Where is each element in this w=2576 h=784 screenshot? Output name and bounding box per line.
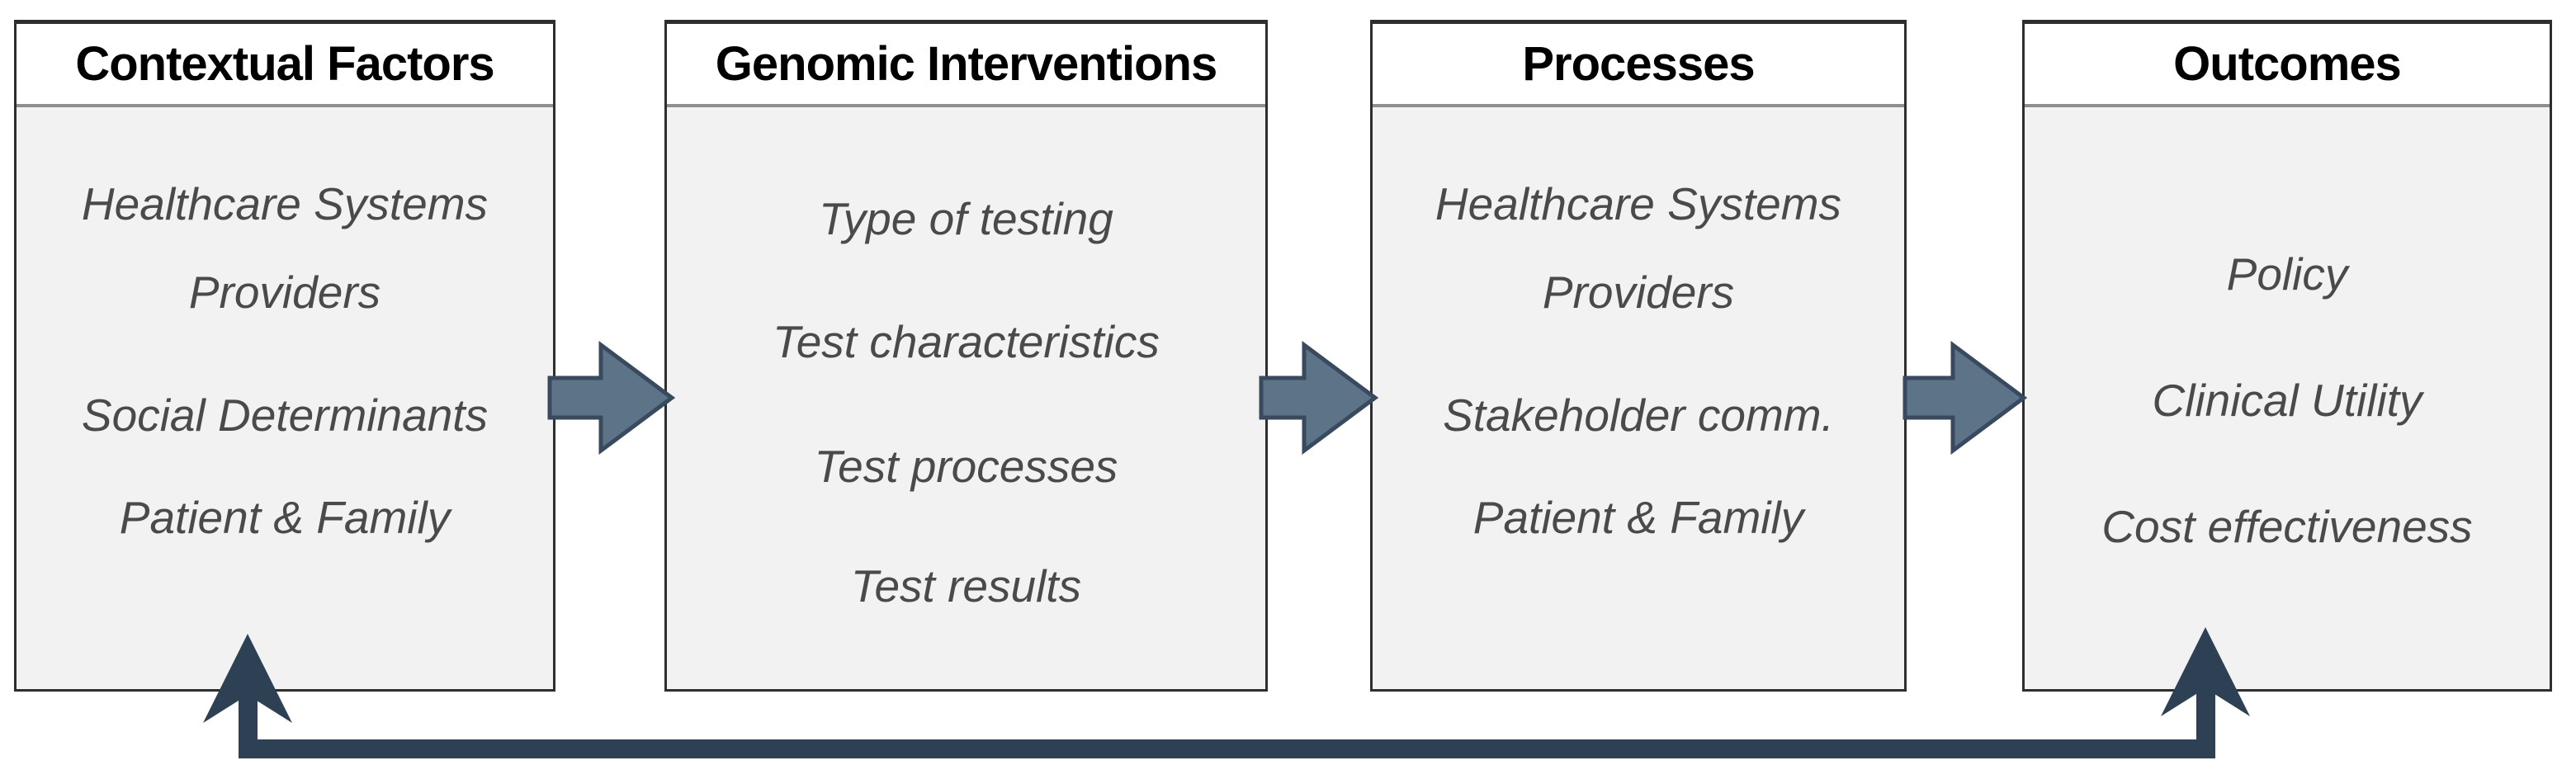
box-contextual-factors: Contextual Factors Healthcare Systems Pr…	[14, 20, 555, 692]
box-outcomes: Outcomes Policy Clinical Utility Cost ef…	[2022, 20, 2552, 692]
flow-arrow-3-right-icon	[1902, 341, 2028, 455]
box-item: Clinical Utility	[2152, 375, 2422, 426]
feedback-line	[239, 739, 2215, 758]
box-item: Providers	[188, 267, 381, 318]
box-title: Processes	[1522, 37, 1755, 91]
box-item: Test processes	[814, 441, 1118, 492]
box-item: Test results	[850, 560, 1082, 612]
box-item: Social Determinants	[81, 390, 489, 441]
box-item: Healthcare Systems	[1435, 178, 1842, 229]
box-title: Contextual Factors	[75, 37, 494, 91]
box-title: Outcomes	[2173, 37, 2402, 91]
box-header: Processes	[1373, 24, 1904, 107]
flow-arrow-2-right-icon	[1259, 341, 1379, 455]
box-item: Patient & Family	[1472, 492, 1804, 543]
box-header: Contextual Factors	[17, 24, 553, 107]
box-processes: Processes Healthcare Systems Providers S…	[1370, 20, 1907, 692]
box-title: Genomic Interventions	[715, 37, 1217, 91]
box-item: Stakeholder comm.	[1443, 390, 1834, 441]
flow-arrow-1-right-icon	[547, 341, 676, 455]
box-item: Type of testing	[819, 193, 1113, 244]
box-header: Outcomes	[2025, 24, 2550, 107]
box-header: Genomic Interventions	[667, 24, 1265, 107]
feedback-left-stem	[239, 692, 258, 753]
feedback-right-stem	[2196, 685, 2215, 753]
box-genomic-interventions: Genomic Interventions Type of testing Te…	[664, 20, 1268, 692]
box-item: Test characteristics	[773, 316, 1160, 367]
box-item: Healthcare Systems	[81, 178, 489, 229]
box-item: Providers	[1542, 267, 1735, 318]
box-item: Cost effectiveness	[2101, 501, 2473, 552]
box-item: Patient & Family	[119, 492, 451, 543]
box-item: Policy	[2226, 248, 2348, 300]
